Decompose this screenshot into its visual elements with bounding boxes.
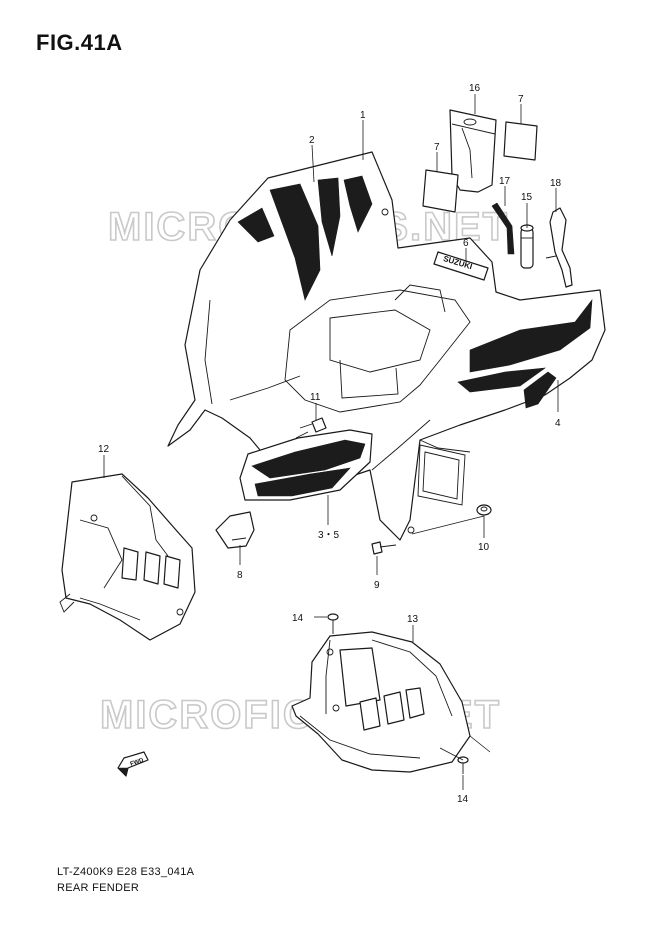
- callout-15: 15: [521, 192, 533, 203]
- bolt-part-9[interactable]: [371, 541, 397, 555]
- callout-10: 10: [478, 542, 490, 553]
- callout-7-upper: 7: [518, 94, 524, 105]
- callout-7-lower: 7: [434, 142, 440, 153]
- callout-labels: 1 2 16 7 7 17 15 18 6 4 11 12 3・5 8 9 10…: [98, 83, 562, 805]
- label-pad-part-7-upper[interactable]: [503, 121, 538, 161]
- callout-18: 18: [550, 178, 562, 189]
- right-decal-part-4[interactable]: [457, 299, 593, 409]
- model-code: LT-Z400K9 E28 E33_041A: [57, 866, 195, 878]
- clip-part-11[interactable]: [295, 417, 327, 439]
- rear-fender-part-1[interactable]: [167, 151, 606, 541]
- callout-13: 13: [407, 614, 419, 625]
- callout-17: 17: [499, 176, 511, 187]
- callout-3-5: 3・5: [318, 530, 340, 541]
- section-name: REAR FENDER: [57, 882, 140, 894]
- left-mud-guard-part-12[interactable]: [59, 473, 196, 641]
- left-decal-part-2[interactable]: [237, 175, 373, 301]
- callout-14-upper: 14: [292, 613, 304, 624]
- tool-part-15[interactable]: [520, 224, 534, 269]
- callout-9: 9: [374, 580, 380, 591]
- callout-4: 4: [555, 418, 561, 429]
- callout-11: 11: [310, 392, 321, 403]
- hex-wrench-part-17[interactable]: [491, 202, 515, 255]
- callout-14-lower: 14: [457, 794, 469, 805]
- fwd-label: FWD: [130, 758, 145, 768]
- forward-direction-arrow: FWD: [117, 751, 149, 777]
- callout-16: 16: [469, 83, 481, 94]
- spanner-part-18[interactable]: [545, 207, 573, 288]
- figure-title: FIG.41A: [36, 30, 123, 55]
- callout-8: 8: [237, 570, 243, 581]
- nut-part-10[interactable]: [476, 504, 492, 516]
- callout-12: 12: [98, 444, 110, 455]
- side-decal-part-3-5[interactable]: [239, 429, 373, 501]
- callout-6: 6: [463, 238, 469, 249]
- callout-1: 1: [360, 110, 366, 121]
- leader-lines: [103, 94, 559, 790]
- right-mud-guard-part-13[interactable]: [291, 631, 471, 773]
- callout-2: 2: [309, 135, 315, 146]
- cover-part-8[interactable]: [215, 511, 255, 549]
- label-pad-part-7-lower[interactable]: [422, 169, 459, 213]
- screw-part-14-upper[interactable]: [327, 613, 339, 634]
